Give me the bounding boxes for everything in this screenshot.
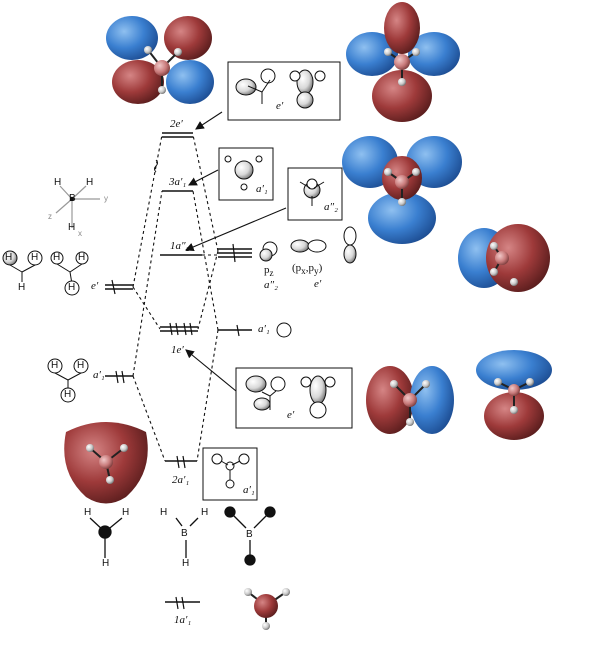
orbital-1a1 — [244, 588, 290, 630]
mo-levels — [105, 132, 252, 603]
orbital-2e-left — [106, 16, 214, 104]
electrons-2a1 — [176, 455, 186, 469]
electrons — [111, 243, 240, 610]
b-atom: B — [246, 529, 253, 540]
h-atom: H — [5, 252, 13, 263]
orbital-1a2-right — [458, 224, 550, 292]
h-atom: H — [84, 507, 92, 518]
electron-bs — [236, 324, 240, 337]
b-e-label: e′ — [314, 278, 322, 290]
b-pxpy-sketch — [290, 226, 357, 264]
h3-fragment-structure — [89, 517, 123, 558]
box-2a1-label: a′₁ — [243, 484, 255, 496]
h-atom: H — [86, 177, 94, 188]
box-3a1-label: a′₁ — [256, 183, 268, 195]
label-1a2: 1a″₂ — [170, 240, 190, 252]
b-fragment-structure — [224, 506, 276, 566]
electron-bp — [232, 243, 236, 263]
b-pxpy-label: (px,py) — [292, 262, 323, 277]
label-2e: 2e′ — [170, 118, 183, 130]
axes-icon — [55, 185, 100, 228]
correlation-lines — [132, 134, 219, 462]
level-break — [154, 159, 158, 173]
label-3a1: 3a′₁ — [169, 176, 187, 188]
electrons-1a1 — [175, 596, 185, 610]
h-atom: H — [64, 389, 72, 400]
orbital-2e-right — [346, 2, 460, 122]
h-atom: H — [122, 507, 130, 518]
b-a2-label: a″₂ — [264, 279, 278, 291]
h-atom: H — [160, 507, 168, 518]
h-atom: H — [54, 177, 62, 188]
box-1a2-label: a″₂ — [324, 201, 338, 213]
electrons-1e-b — [183, 322, 193, 336]
b-atom: B — [69, 193, 76, 204]
axis-x: x — [78, 229, 82, 238]
h3-e-label: e′ — [91, 280, 99, 292]
box-2e — [227, 61, 341, 121]
h-atom: H — [77, 360, 85, 371]
h-atom: H — [68, 222, 76, 233]
h-atom: H — [53, 252, 61, 263]
h-atom: H — [182, 558, 190, 569]
label-1e: 1e′ — [171, 344, 184, 356]
h3-a1-sketch — [47, 358, 89, 403]
axes-center — [70, 197, 74, 201]
box-2e-label: e′ — [276, 100, 284, 112]
orbital-3a1-right — [342, 136, 462, 244]
h-atom: H — [201, 507, 209, 518]
h-atom: H — [51, 360, 59, 371]
b-s-sketch — [276, 322, 292, 338]
axis-y: y — [104, 194, 108, 203]
b-a1-label: a′₁ — [258, 323, 270, 335]
orbital-2a1-left — [64, 422, 148, 504]
box-3a1 — [218, 147, 274, 201]
box-1e — [235, 367, 353, 429]
h-atom: H — [78, 252, 86, 263]
h3-e-sketches — [2, 250, 89, 296]
bh3-structure — [175, 517, 199, 558]
electrons-1e-a — [169, 322, 179, 336]
b-atom: B — [181, 528, 188, 539]
h-atom: H — [68, 282, 76, 293]
h-atom: H — [18, 282, 26, 293]
box-1a2 — [287, 167, 343, 221]
b-pz-label: pz — [264, 264, 274, 279]
orbital-1e-a — [366, 366, 454, 434]
label-1a1: 1a′₁ — [174, 614, 192, 626]
b-pz-sketch — [259, 241, 278, 262]
box-2a1 — [202, 447, 258, 501]
orbital-1e-b — [476, 350, 552, 440]
h-atom: H — [102, 558, 110, 569]
box-arrows — [184, 111, 287, 392]
label-2a1: 2a′₁ — [172, 474, 190, 486]
axis-z: z — [48, 212, 52, 221]
box-1e-label: e′ — [287, 409, 295, 421]
h-atom: H — [31, 252, 39, 263]
electron-h3e — [111, 279, 116, 295]
h3-a1-label: a′₁ — [93, 369, 105, 381]
electrons-h3a1 — [115, 370, 125, 384]
